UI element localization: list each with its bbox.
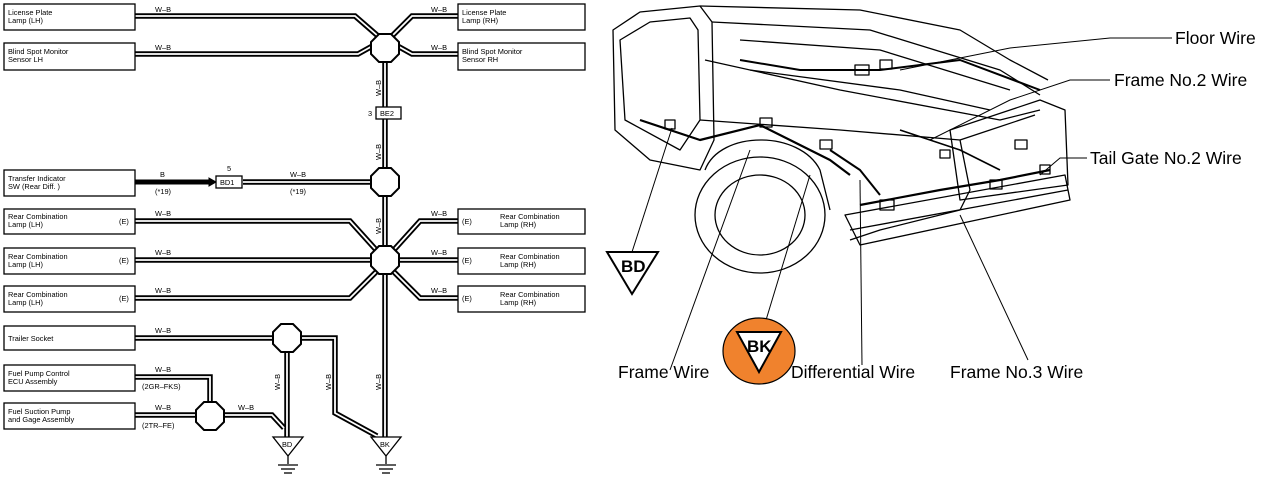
ground-schematic xyxy=(3,3,586,474)
connector-be2-label: BE2 xyxy=(380,109,394,118)
wires-rear-combination xyxy=(135,218,458,301)
component-trailer: Trailer Socket xyxy=(8,334,53,343)
variant-e-lh-1: (E) xyxy=(119,217,129,226)
connector-be2 xyxy=(375,106,402,120)
ground-location-bd: BD xyxy=(605,251,660,296)
ground-location-bk: BK xyxy=(722,317,796,385)
junction-top xyxy=(370,33,400,63)
wire-label-vertical: W–B xyxy=(374,374,383,390)
wire-label: W–B xyxy=(155,286,171,295)
variant-e-rh-1: (E) xyxy=(462,217,472,226)
wire-label: B xyxy=(160,170,165,179)
variant-e-rh-3: (E) xyxy=(462,294,472,303)
callout-differential-wire: Differential Wire xyxy=(791,362,915,382)
wire-tag: (*19) xyxy=(290,187,306,196)
wire-label: W–B xyxy=(155,365,171,374)
component-boxes xyxy=(3,3,586,430)
wire-label: W–B xyxy=(431,209,447,218)
junction-lamps xyxy=(370,245,400,275)
callout-frame-wire: Frame Wire xyxy=(618,362,709,382)
wire-label: W–B xyxy=(290,170,306,179)
wire-label: W–B xyxy=(155,43,171,52)
wire-label: W–B xyxy=(431,248,447,257)
variant-2tr: (2TR–FE) xyxy=(142,421,174,430)
junction-fuel xyxy=(195,401,225,431)
connector-bd1 xyxy=(215,175,243,189)
wires-top xyxy=(135,13,458,57)
callout-floor-wire: Floor Wire xyxy=(1175,28,1256,48)
wire-label: W–B xyxy=(155,5,171,14)
wires-trailer-fuel xyxy=(135,335,379,442)
wire-tag: (*19) xyxy=(155,187,171,196)
junction-nodes xyxy=(195,33,400,431)
callout-frame-no3: Frame No.3 Wire xyxy=(950,362,1083,382)
wire-label: W–B xyxy=(155,248,171,257)
connector-be2-pin: 3 xyxy=(368,109,372,118)
svg-text:BD: BD xyxy=(621,257,646,276)
connector-bd1-pin: 5 xyxy=(227,164,231,173)
wire-label-vertical: W–B xyxy=(273,374,282,390)
callout-leaders xyxy=(631,37,1172,371)
wire-label: W–B xyxy=(155,403,171,412)
wire-label: W–B xyxy=(155,326,171,335)
wire-label-vertical: W–B xyxy=(324,374,333,390)
ground-symbol-bd xyxy=(271,436,305,474)
wire-label: W–B xyxy=(238,403,254,412)
wire-transfer xyxy=(135,177,375,187)
variant-e-rh-2: (E) xyxy=(462,256,472,265)
variant-2gr: (2GR–FKS) xyxy=(142,382,181,391)
wire-label: W–B xyxy=(155,209,171,218)
callout-frame-no2: Frame No.2 Wire xyxy=(1114,70,1247,90)
junction-trailer xyxy=(272,323,302,353)
junction-mid xyxy=(370,167,400,197)
wire-label: W–B xyxy=(431,5,447,14)
ground-label-bd: BD xyxy=(282,440,292,449)
wire-label: W–B xyxy=(431,43,447,52)
wire-label: W–B xyxy=(431,286,447,295)
variant-e-lh-2: (E) xyxy=(119,256,129,265)
ground-symbol-bk xyxy=(369,436,403,474)
connector-bd1-label: BD1 xyxy=(220,178,234,187)
svg-text:BK: BK xyxy=(747,337,772,356)
wire-label-vertical: W–B xyxy=(374,80,383,96)
callout-tailgate-no2: Tail Gate No.2 Wire xyxy=(1090,148,1242,168)
vehicle-rear-illustration xyxy=(612,5,1071,274)
ground-label-bk: BK xyxy=(380,440,390,449)
wire-label-vertical: W–B xyxy=(374,144,383,160)
variant-e-lh-3: (E) xyxy=(119,294,129,303)
wire-label-vertical: W–B xyxy=(374,218,383,234)
